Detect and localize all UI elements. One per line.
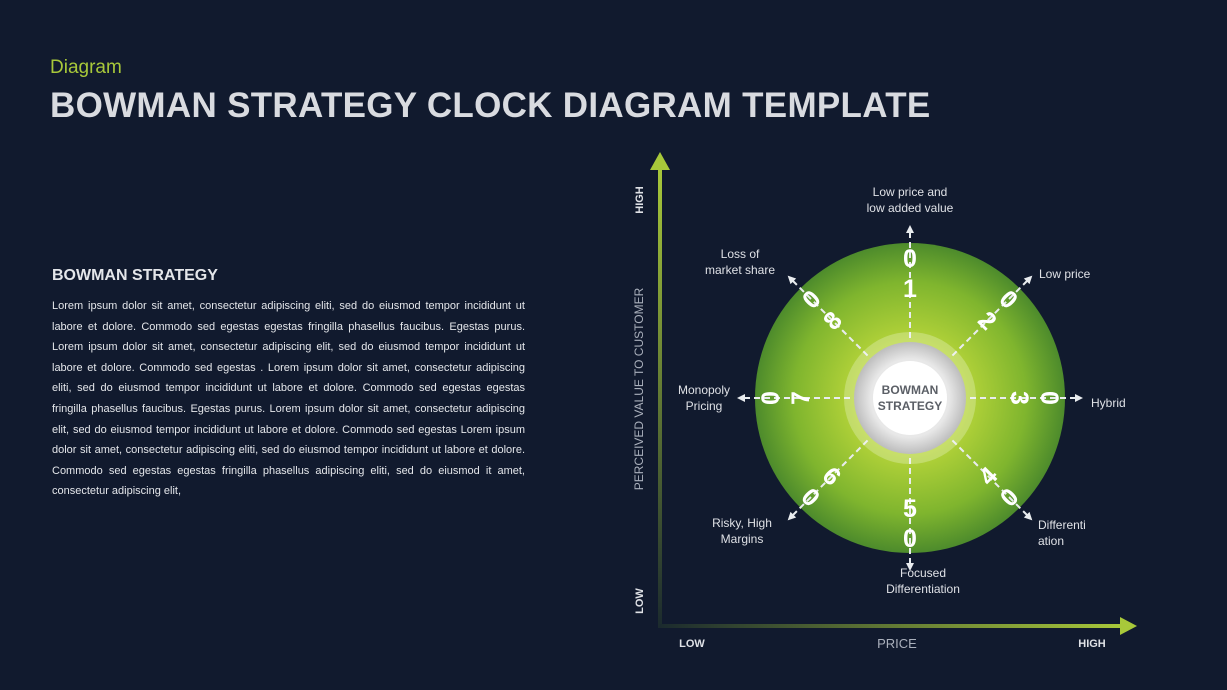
y-axis-low-label: LOW: [634, 588, 646, 614]
spoke-arrowhead: [787, 511, 797, 521]
position-label: Focused: [900, 566, 946, 580]
y-axis-high-label: HIGH: [634, 186, 646, 214]
spoke-arrowhead: [906, 563, 914, 571]
position-label: Low price and: [873, 185, 948, 199]
position-number-digit: 0: [903, 525, 917, 553]
eyebrow-label: Diagram: [50, 57, 122, 78]
position-label: market share: [705, 263, 775, 277]
position-label: Loss of: [721, 247, 760, 261]
x-axis-title: PRICE: [877, 636, 917, 651]
spoke-line: [790, 397, 911, 518]
position-number-digit: 0: [757, 391, 785, 405]
spoke-arrowhead: [737, 394, 745, 402]
section-title: BOWMAN STRATEGY: [52, 267, 218, 284]
position-label: ation: [1038, 534, 1064, 548]
position-number-digit: 7: [787, 391, 815, 405]
spoke-arrowhead: [906, 225, 914, 233]
center-label-line-2: STRATEGY: [878, 399, 942, 413]
position-label: Differentiation: [886, 582, 960, 596]
y-axis-arrowhead: [650, 152, 670, 170]
spoke-line: [790, 278, 911, 399]
position-label: Pricing: [686, 399, 723, 413]
y-axis-title: PERCEIVED VALUE TO CUSTOMER: [632, 287, 646, 490]
x-axis-low-label: LOW: [679, 638, 705, 650]
position-number-digit: 1: [903, 275, 917, 303]
position-label: low added value: [867, 201, 954, 215]
position-label: Risky, High: [712, 516, 772, 530]
spoke-line: [909, 278, 1030, 399]
position-number-digit: 5: [903, 495, 917, 523]
position-number-digit: 0: [903, 245, 917, 273]
position-label: Hybrid: [1091, 396, 1126, 410]
position-label: Margins: [721, 532, 764, 546]
body-paragraph: Lorem ipsum dolor sit amet, consectetur …: [52, 300, 525, 498]
spoke-arrowhead: [787, 275, 797, 285]
x-axis-arrowhead: [1120, 617, 1137, 635]
center-core: [873, 361, 947, 435]
position-label: Low price: [1039, 267, 1091, 281]
page-title: BOWMAN STRATEGY CLOCK DIAGRAM TEMPLATE: [50, 86, 931, 125]
position-label: Differenti: [1038, 518, 1086, 532]
y-axis-line: [658, 168, 662, 628]
spoke-line: [909, 397, 1030, 518]
position-label: Monopoly: [678, 383, 730, 397]
position-number-digit: 0: [1035, 391, 1063, 405]
spoke-arrowhead: [1075, 394, 1083, 402]
spoke-arrowhead: [1023, 511, 1033, 521]
x-axis-line: [660, 624, 1122, 628]
position-number-digit: 3: [1005, 391, 1033, 405]
x-axis-high-label: HIGH: [1078, 638, 1106, 650]
center-label-line-1: BOWMAN: [882, 383, 939, 397]
